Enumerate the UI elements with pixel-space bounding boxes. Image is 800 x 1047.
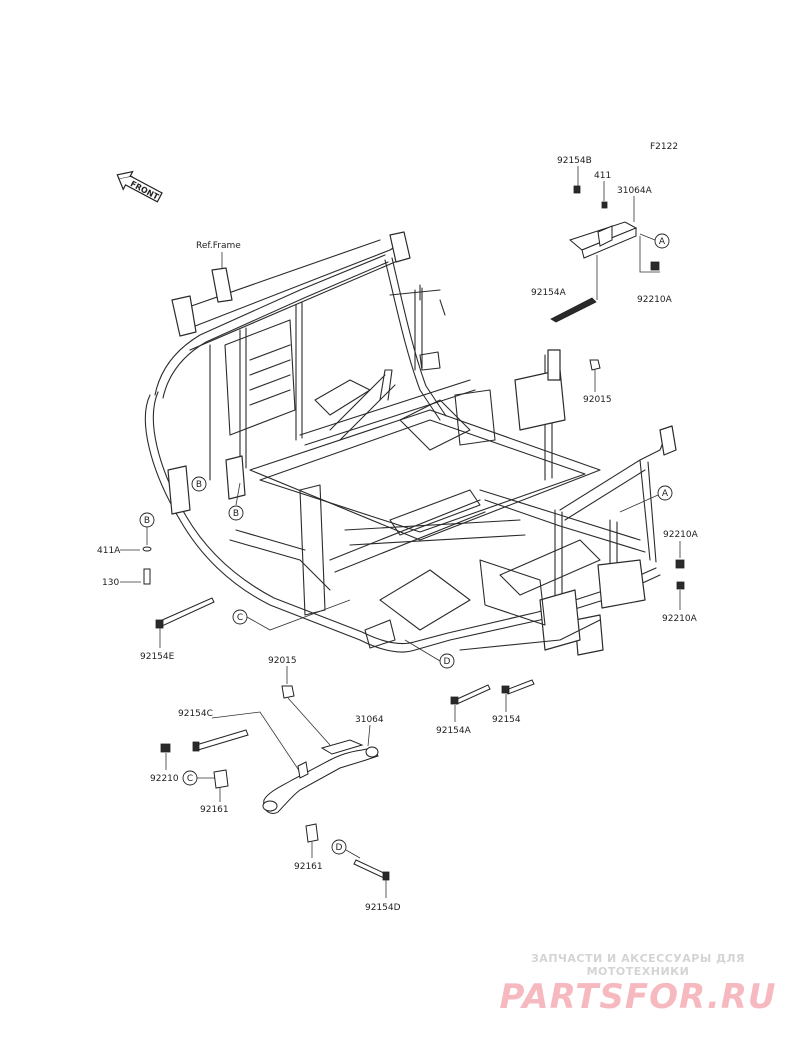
label-92154a-top: 92154A xyxy=(531,288,567,298)
label-92015-bottom: 92015 xyxy=(268,656,297,666)
nut-92210a-right-2 xyxy=(676,581,685,590)
svg-text:A: A xyxy=(662,489,669,499)
callout-a-right: A xyxy=(657,485,673,501)
label-92210a-right-2: 92210A xyxy=(662,614,698,624)
label-92210a-right-1: 92210A xyxy=(663,530,699,540)
bracket-31064a xyxy=(550,185,660,323)
bushing-92161-left xyxy=(213,769,229,789)
arm-31064 xyxy=(262,739,379,814)
main-frame xyxy=(144,231,677,656)
bolt-92154a-bottom xyxy=(454,684,491,705)
svg-text:A: A xyxy=(659,237,666,247)
callout-b-frame-1: B xyxy=(191,476,207,492)
svg-text:B: B xyxy=(144,516,150,526)
svg-text:B: B xyxy=(196,480,202,490)
watermark: ЗАПЧАСТИ И АКСЕССУАРЫ ДЛЯ МОТОТЕХНИКИ PA… xyxy=(488,952,788,1016)
label-411a: 411A xyxy=(97,546,121,556)
diagram-code: F2122 xyxy=(650,142,678,152)
svg-text:C: C xyxy=(187,774,193,784)
nut-92015-bottom xyxy=(281,685,295,699)
callout-d-frame: D xyxy=(439,653,455,669)
callout-b-left: B xyxy=(139,512,155,528)
watermark-logo: PARTSFOR.RU xyxy=(499,977,777,1017)
nut-92015-top xyxy=(589,359,601,371)
bolt-130 xyxy=(143,568,151,585)
callout-c-bottom: C xyxy=(182,770,198,786)
svg-text:B: B xyxy=(233,509,239,519)
label-92015-top: 92015 xyxy=(583,395,612,405)
bolt-92154 xyxy=(505,679,535,695)
label-92161-left: 92161 xyxy=(200,805,229,815)
label-92154: 92154 xyxy=(492,715,521,725)
callout-c-frame: C xyxy=(232,609,248,625)
nut-92210a-right-1 xyxy=(675,559,685,569)
front-arrow-label: FRONT xyxy=(129,179,161,202)
label-130: 130 xyxy=(102,578,119,588)
svg-text:D: D xyxy=(444,657,451,667)
svg-text:C: C xyxy=(237,613,243,623)
label-92154d: 92154D xyxy=(365,903,401,913)
label-31064a: 31064A xyxy=(617,186,653,196)
label-92154a-bottom: 92154A xyxy=(436,726,472,736)
washer-411a xyxy=(142,546,152,552)
label-92154b: 92154B xyxy=(557,156,592,166)
label-92154c: 92154C xyxy=(178,709,213,719)
ref-frame-label: Ref.Frame xyxy=(196,241,241,251)
label-92210: 92210 xyxy=(150,774,179,784)
watermark-tagline: ЗАПЧАСТИ И АКСЕССУАРЫ ДЛЯ МОТОТЕХНИКИ xyxy=(530,952,745,978)
label-92154e: 92154E xyxy=(140,652,175,662)
bolt-92154e xyxy=(159,597,215,627)
label-92210a-top: 92210A xyxy=(637,295,673,305)
svg-text:D: D xyxy=(336,843,343,853)
label-411: 411 xyxy=(594,171,611,181)
label-92161-bottom: 92161 xyxy=(294,862,323,872)
front-arrow-icon: FRONT xyxy=(116,170,163,203)
label-31064: 31064 xyxy=(355,715,384,725)
bolt-92154d xyxy=(353,859,387,879)
bolt-92154c xyxy=(195,729,249,751)
callout-b-frame-2: B xyxy=(228,505,244,521)
nut-92210 xyxy=(160,743,171,753)
callout-d-bottom: D xyxy=(331,839,347,855)
bushing-92161-bottom xyxy=(305,823,319,843)
callout-a-top: A xyxy=(654,233,670,249)
